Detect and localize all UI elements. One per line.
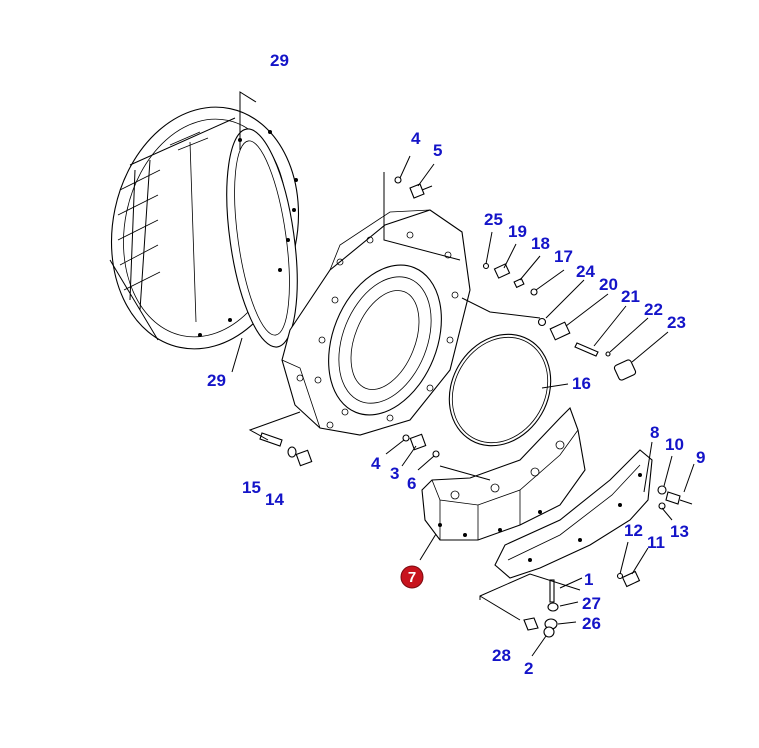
callout-9[interactable]: 9 — [696, 448, 705, 467]
callout-23[interactable]: 23 — [667, 313, 686, 332]
callout-7: 7 — [408, 569, 416, 586]
callout-4-bottom[interactable]: 4 — [371, 454, 381, 473]
small-hardware — [259, 176, 693, 638]
callout-17[interactable]: 17 — [554, 247, 573, 266]
callout-13[interactable]: 13 — [670, 522, 689, 541]
drum-housing-part — [109, 106, 300, 350]
callout-5[interactable]: 5 — [433, 141, 442, 160]
callout-19[interactable]: 19 — [508, 222, 527, 241]
callout-28[interactable]: 28 — [492, 646, 511, 665]
callout-8[interactable]: 8 — [650, 423, 659, 442]
callout-14[interactable]: 14 — [265, 490, 284, 509]
callout-12[interactable]: 12 — [624, 521, 643, 540]
manifold-block-part — [421, 407, 586, 541]
callout-labels: 29 29 4 5 25 19 18 17 24 20 21 22 23 16 … — [207, 51, 705, 678]
highlight-marker — [400, 565, 424, 589]
highlight-callout-7[interactable]: 7 — [400, 565, 424, 589]
callout-26[interactable]: 26 — [582, 614, 601, 633]
callout-6[interactable]: 6 — [407, 474, 416, 493]
leader-lines — [231, 91, 695, 657]
callout-1[interactable]: 1 — [584, 570, 593, 589]
callout-10[interactable]: 10 — [665, 435, 684, 454]
callout-27[interactable]: 27 — [582, 594, 601, 613]
callout-21[interactable]: 21 — [621, 287, 640, 306]
case-ring-part — [281, 209, 471, 436]
callout-24[interactable]: 24 — [576, 262, 595, 281]
callout-4-top[interactable]: 4 — [411, 129, 421, 148]
callout-29-top[interactable]: 29 — [270, 51, 289, 70]
callout-3[interactable]: 3 — [390, 464, 399, 483]
callout-11[interactable]: 11 — [647, 533, 665, 552]
callout-22[interactable]: 22 — [644, 300, 663, 319]
o-ring-part — [448, 333, 552, 447]
callout-20[interactable]: 20 — [599, 275, 618, 294]
callout-15[interactable]: 15 — [242, 478, 261, 497]
callout-29-bottom[interactable]: 29 — [207, 371, 226, 390]
callout-18[interactable]: 18 — [531, 234, 550, 253]
callout-25[interactable]: 25 — [484, 210, 503, 229]
callout-2[interactable]: 2 — [524, 659, 533, 678]
callout-16[interactable]: 16 — [572, 374, 591, 393]
cover-plate-part — [494, 449, 653, 579]
